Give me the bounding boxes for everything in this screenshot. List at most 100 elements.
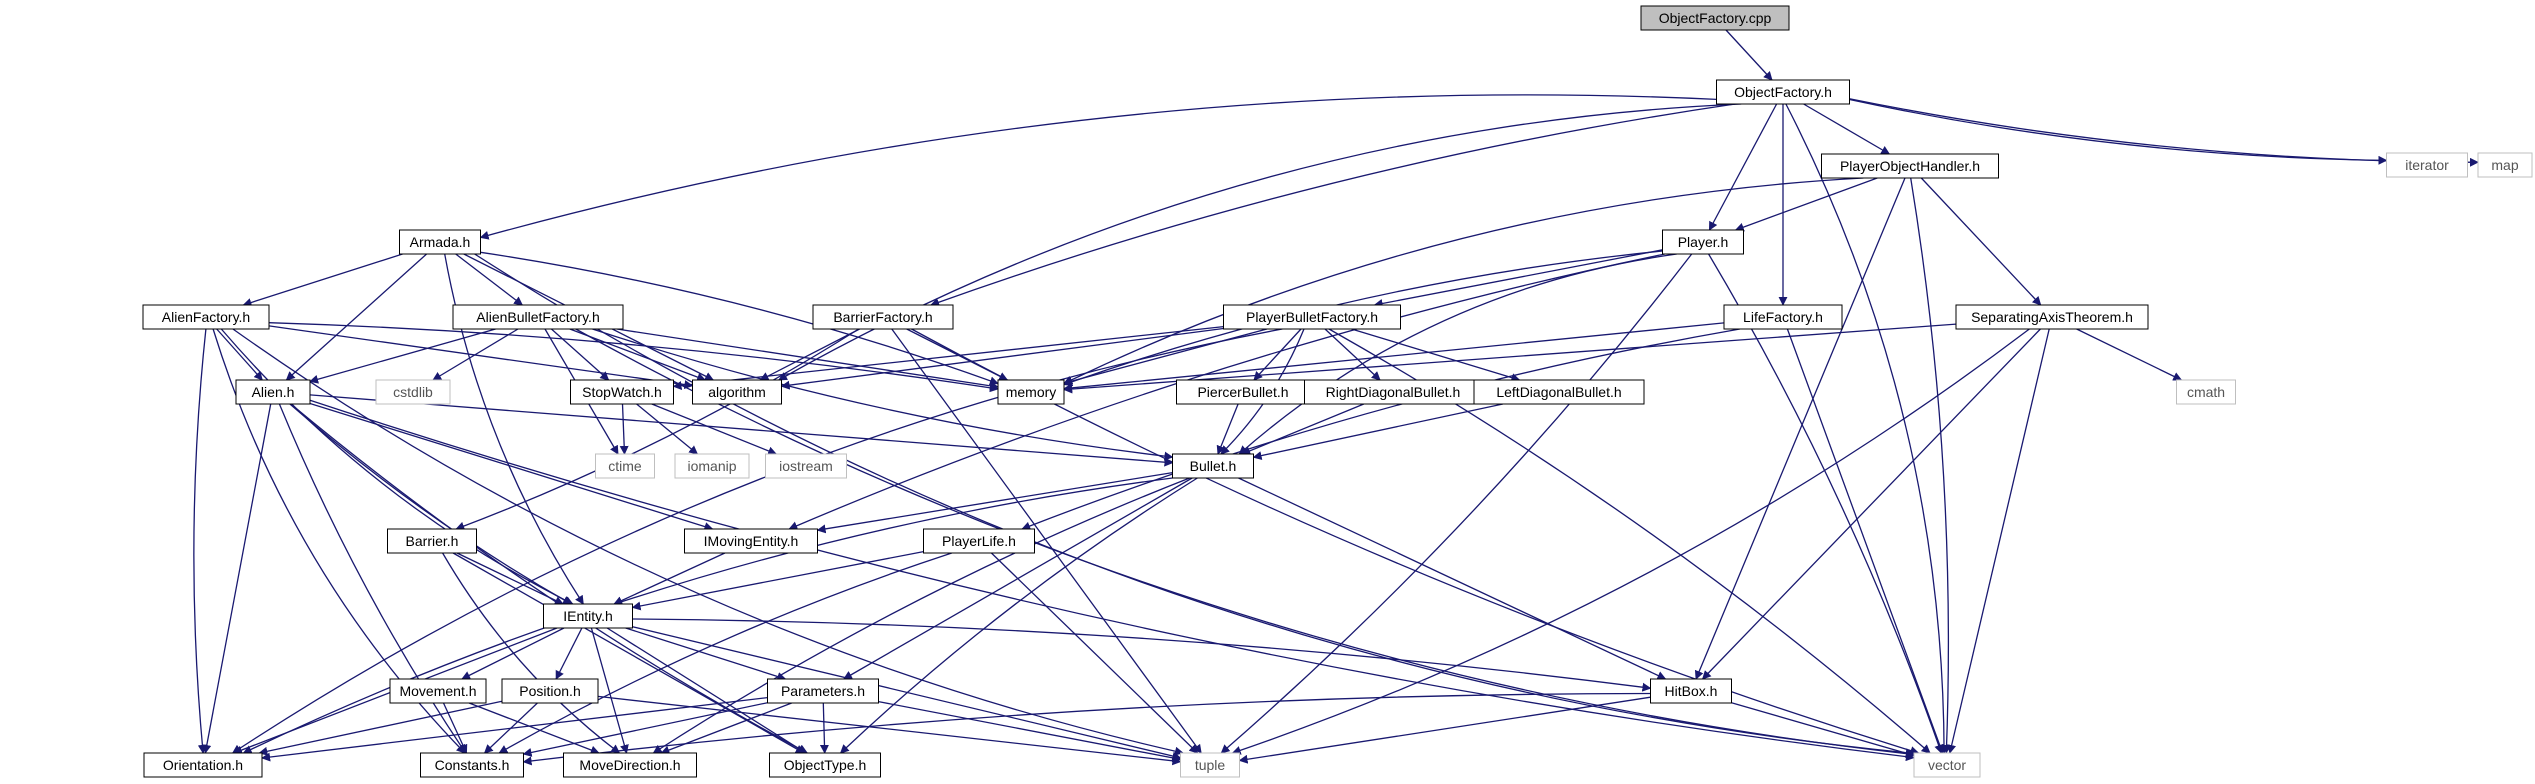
node-ctime[interactable]: ctime bbox=[595, 453, 655, 479]
node-box bbox=[997, 379, 1065, 405]
node-alienfactory[interactable]: AlienFactory.h bbox=[142, 304, 270, 330]
node-box bbox=[595, 453, 655, 479]
edge-objfactory-to-algorithm bbox=[778, 103, 1742, 381]
node-cmath[interactable]: cmath bbox=[2176, 379, 2236, 405]
edge-alienbulletfactory-to-stopwatch bbox=[550, 328, 610, 381]
node-lifefactory[interactable]: LifeFactory.h bbox=[1723, 304, 1843, 330]
node-alienbulletfactory[interactable]: AlienBulletFactory.h bbox=[452, 304, 624, 330]
node-box bbox=[420, 752, 524, 778]
edge-alienfactory-to-orientation bbox=[193, 328, 207, 754]
node-iterator[interactable]: iterator bbox=[2386, 152, 2468, 178]
edge-playerbulletfactory-to-orientation bbox=[231, 328, 1283, 754]
node-box bbox=[501, 678, 599, 704]
node-box bbox=[769, 752, 881, 778]
node-ientity[interactable]: IEntity.h bbox=[543, 603, 633, 629]
node-algorithm[interactable]: algorithm bbox=[692, 379, 782, 405]
node-box bbox=[143, 752, 263, 778]
node-label: MoveDirection.h bbox=[579, 757, 680, 773]
edge-objfactory-to-pohandler bbox=[1803, 103, 1891, 155]
edge-lifefactory-to-memory bbox=[1063, 322, 1725, 393]
node-cstdlib[interactable]: cstdlib bbox=[375, 379, 451, 405]
node-imoving[interactable]: IMovingEntity.h bbox=[684, 528, 818, 554]
node-pohandler[interactable]: PlayerObjectHandler.h bbox=[1821, 153, 1999, 179]
node-memory[interactable]: memory bbox=[997, 379, 1065, 405]
node-box bbox=[1176, 379, 1310, 405]
node-movement[interactable]: Movement.h bbox=[389, 678, 487, 704]
node-label: StopWatch.h bbox=[582, 384, 662, 400]
node-vector[interactable]: vector bbox=[1913, 752, 1981, 778]
edge-armada-to-vector bbox=[474, 253, 1915, 758]
node-root[interactable]: ObjectFactory.cpp bbox=[1640, 5, 1790, 31]
edge-hitbox-to-tuple bbox=[1238, 696, 1651, 764]
node-tuple[interactable]: tuple bbox=[1180, 752, 1240, 778]
node-hitbox[interactable]: HitBox.h bbox=[1650, 678, 1732, 704]
node-box bbox=[375, 379, 451, 405]
edge-rightdiag-to-bullet bbox=[1241, 403, 1365, 456]
node-playerlife[interactable]: PlayerLife.h bbox=[923, 528, 1035, 554]
node-armada[interactable]: Armada.h bbox=[399, 229, 481, 255]
node-box bbox=[543, 603, 633, 629]
node-box bbox=[1640, 5, 1790, 31]
edge-alien-to-imoving bbox=[309, 402, 714, 531]
edge-alienbulletfactory-to-vector bbox=[575, 328, 1915, 759]
edge-lifefactory-to-vector bbox=[1786, 328, 1945, 754]
node-rightdiag[interactable]: RightDiagonalBullet.h bbox=[1304, 379, 1482, 405]
edge-stopwatch-to-iomanip bbox=[636, 403, 699, 455]
node-label: map bbox=[2491, 157, 2518, 173]
node-box bbox=[923, 528, 1035, 554]
node-iomanip[interactable]: iomanip bbox=[674, 453, 750, 479]
node-movedirection[interactable]: MoveDirection.h bbox=[563, 752, 697, 778]
node-label: LeftDiagonalBullet.h bbox=[1496, 384, 1621, 400]
node-orientation[interactable]: Orientation.h bbox=[143, 752, 263, 778]
node-objecttype[interactable]: ObjectType.h bbox=[769, 752, 881, 778]
edge-alienbulletfactory-to-alien bbox=[309, 328, 496, 384]
node-alien[interactable]: Alien.h bbox=[235, 379, 311, 405]
node-objfactory[interactable]: ObjectFactory.h bbox=[1716, 79, 1850, 105]
edge-playerbulletfactory-to-rightdiag bbox=[1324, 328, 1381, 381]
edge-player-to-tuple bbox=[1220, 253, 1693, 754]
node-label: Constants.h bbox=[435, 757, 510, 773]
node-sat[interactable]: SeparatingAxisTheorem.h bbox=[1955, 304, 2149, 330]
edge-objfactory-to-armada bbox=[479, 94, 1717, 240]
node-box bbox=[563, 752, 697, 778]
node-barrier[interactable]: Barrier.h bbox=[387, 528, 477, 554]
node-position[interactable]: Position.h bbox=[501, 678, 599, 704]
node-box bbox=[684, 528, 818, 554]
edge-barrier-to-objecttype bbox=[452, 552, 805, 754]
node-label: Bullet.h bbox=[1190, 458, 1237, 474]
edge-alienbulletfactory-to-memory bbox=[616, 328, 999, 391]
edge-ientity-to-movement bbox=[461, 627, 565, 680]
node-box bbox=[1955, 304, 2149, 330]
edge-alien-to-ientity bbox=[289, 403, 572, 605]
node-label: iterator bbox=[2405, 157, 2449, 173]
edge-playerbulletfactory-to-stopwatch bbox=[672, 325, 1224, 390]
edge-lifefactory-to-playerlife bbox=[1021, 328, 1741, 531]
node-box bbox=[1723, 304, 1843, 330]
node-stopwatch[interactable]: StopWatch.h bbox=[570, 379, 674, 405]
edge-pohandler-to-vector bbox=[1910, 177, 1952, 754]
node-box bbox=[1172, 453, 1254, 479]
node-box bbox=[2477, 152, 2533, 178]
node-parameters[interactable]: Parameters.h bbox=[767, 678, 879, 704]
node-map[interactable]: map bbox=[2477, 152, 2533, 178]
node-barrierfactory[interactable]: BarrierFactory.h bbox=[812, 304, 954, 330]
node-iostream[interactable]: iostream bbox=[765, 453, 847, 479]
edge-movement-to-constants bbox=[442, 702, 468, 754]
node-player[interactable]: Player.h bbox=[1662, 229, 1744, 255]
node-piercer[interactable]: PiercerBullet.h bbox=[1176, 379, 1310, 405]
edge-ientity-to-tuple bbox=[632, 626, 1182, 761]
node-box bbox=[1223, 304, 1401, 330]
node-bullet[interactable]: Bullet.h bbox=[1172, 453, 1254, 479]
node-leftdiag[interactable]: LeftDiagonalBullet.h bbox=[1473, 379, 1645, 405]
edge-objfactory-to-vector bbox=[1785, 103, 1949, 754]
node-label: Armada.h bbox=[410, 234, 471, 250]
edge-alien-to-vector bbox=[309, 399, 1915, 762]
node-box bbox=[452, 304, 624, 330]
edge-armada-to-alien bbox=[285, 253, 428, 381]
edge-movement-to-movedirection bbox=[468, 702, 600, 755]
node-playerbulletfactory[interactable]: PlayerBulletFactory.h bbox=[1223, 304, 1401, 330]
edge-alienbulletfactory-to-cstdlib bbox=[432, 328, 519, 381]
edge-root-to-objfactory bbox=[1725, 29, 1773, 81]
edge-sat-to-cmath bbox=[2076, 328, 2183, 381]
node-constants[interactable]: Constants.h bbox=[420, 752, 524, 778]
